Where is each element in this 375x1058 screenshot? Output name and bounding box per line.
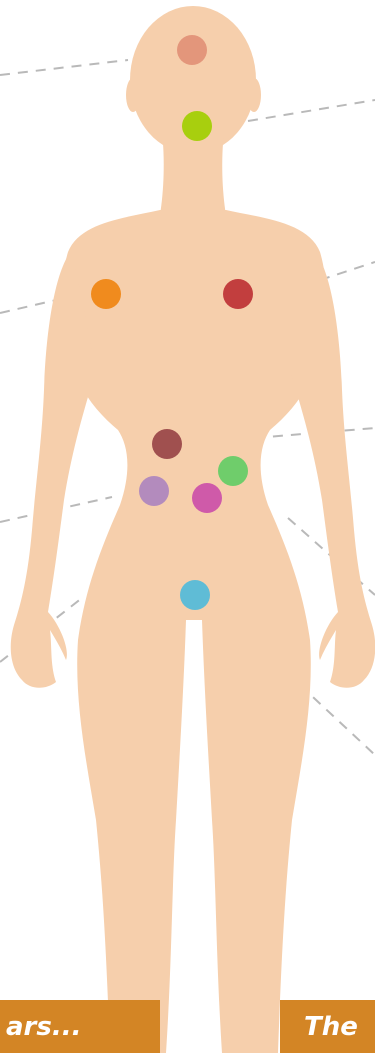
marker-head[interactable]	[177, 35, 207, 65]
neck-shape	[160, 132, 226, 215]
ear-left	[126, 78, 140, 112]
leader-line-pelvis-right	[300, 685, 375, 755]
marker-chest-left[interactable]	[91, 279, 121, 309]
marker-chest-right[interactable]	[223, 279, 253, 309]
marker-stomach[interactable]	[152, 429, 182, 459]
marker-abdomen-right[interactable]	[218, 456, 248, 486]
banner-right-text: The	[304, 1009, 358, 1045]
leader-line-head	[0, 60, 128, 75]
leader-line-chest-right	[320, 262, 375, 280]
marker-abdomen-center[interactable]	[192, 483, 222, 513]
marker-throat[interactable]	[182, 111, 212, 141]
marker-pelvis[interactable]	[180, 580, 210, 610]
torso-shape	[62, 210, 326, 1053]
banner-left-text: ars...	[6, 1009, 81, 1045]
leader-line-throat	[248, 100, 375, 121]
body-silhouette	[11, 6, 375, 1053]
marker-abdomen-left[interactable]	[139, 476, 169, 506]
ear-right	[247, 78, 261, 112]
